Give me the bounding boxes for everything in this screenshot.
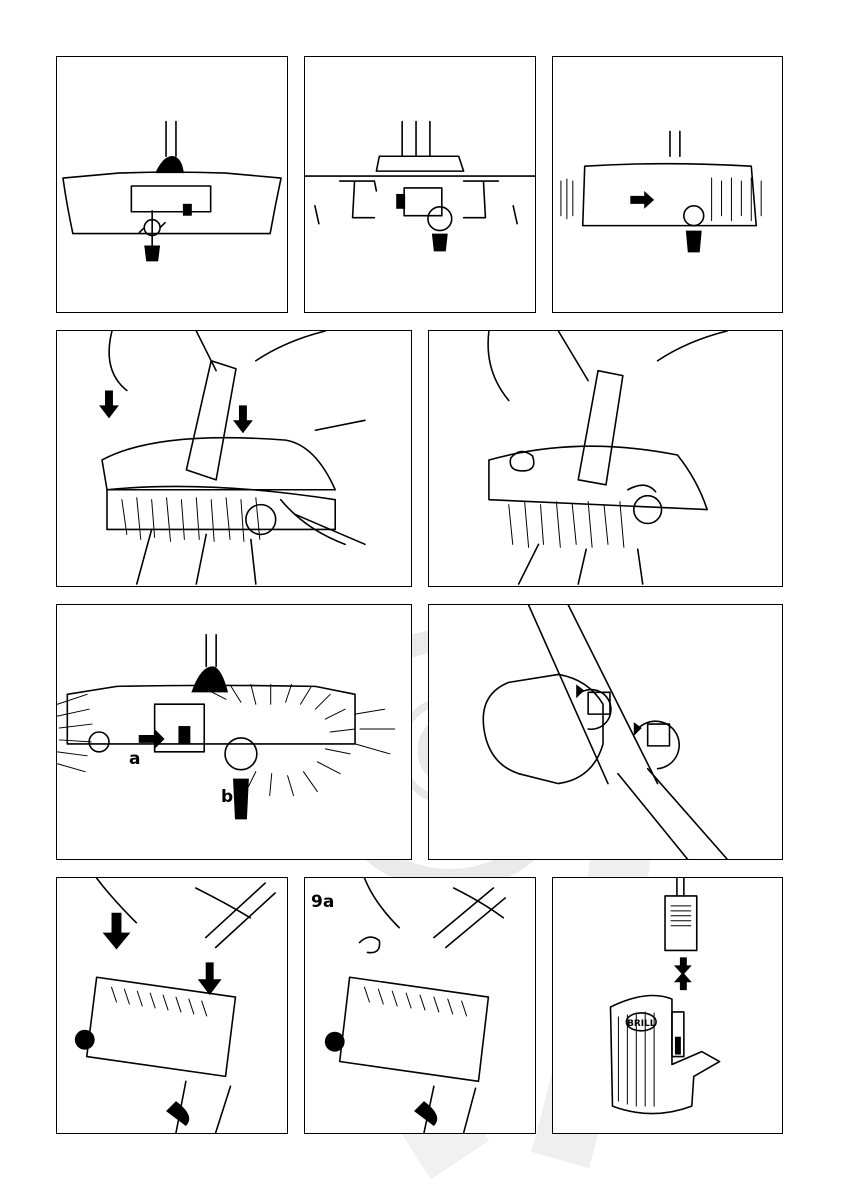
step-6-panel: a b: [56, 604, 412, 860]
brill-logo-text: BRILL: [627, 1019, 656, 1029]
callout-a: a: [129, 749, 140, 769]
step-8-panel: [56, 877, 288, 1134]
step-7-illustration: [429, 605, 782, 859]
step-3-panel: [552, 56, 783, 313]
step-3-illustration: [553, 57, 782, 312]
step-10-illustration: BRILL: [553, 878, 782, 1133]
step-1-illustration: [57, 57, 287, 312]
step-9a-illustration: [305, 878, 535, 1133]
step-10-panel: BRILL: [552, 877, 783, 1134]
step-7-panel: [428, 604, 783, 860]
callout-b: b: [221, 787, 233, 807]
step-6-illustration: [57, 605, 411, 859]
step-5-panel: [428, 330, 783, 587]
step-2-illustration: [305, 57, 535, 312]
step-4-illustration: [57, 331, 411, 586]
step-4-panel: [56, 330, 412, 587]
step-5-illustration: [429, 331, 782, 586]
step-8-illustration: [57, 878, 287, 1133]
step-1-panel: [56, 56, 288, 313]
step-2-panel: [304, 56, 536, 313]
step-9a-panel: 9a: [304, 877, 536, 1134]
